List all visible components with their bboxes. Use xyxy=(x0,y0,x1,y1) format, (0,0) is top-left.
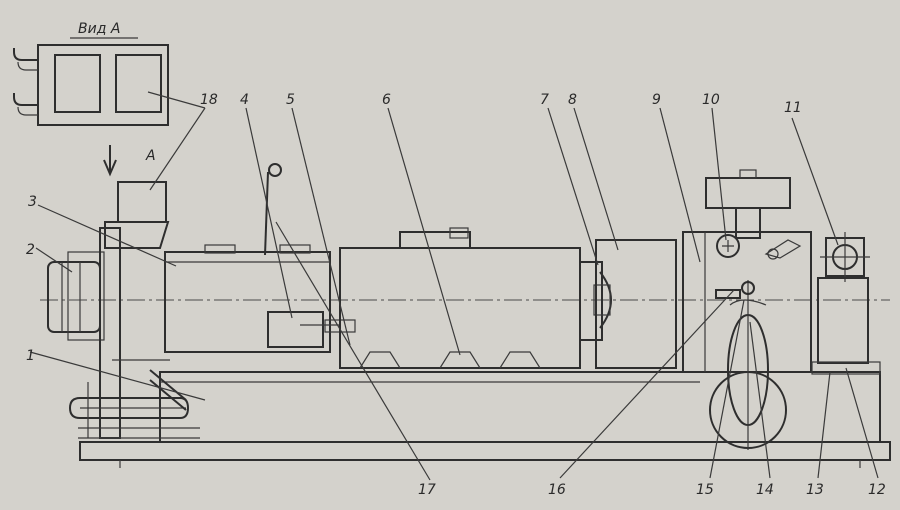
callout-5: 5 xyxy=(286,92,295,108)
lever xyxy=(264,163,282,256)
heater-coils xyxy=(68,369,200,439)
callout-16: 16 xyxy=(548,482,566,498)
arrow-a: А xyxy=(103,145,156,177)
gearbox xyxy=(339,227,581,369)
callout-2: 2 xyxy=(26,242,35,258)
calibrator-stand xyxy=(682,231,812,373)
callout-3: 3 xyxy=(28,194,37,210)
callout-11: 11 xyxy=(784,100,802,116)
pulley-drive xyxy=(709,280,787,450)
view-a-inset: Вид А xyxy=(13,21,169,126)
arrow-a-label: А xyxy=(145,148,156,164)
callout-17: 17 xyxy=(418,482,436,498)
die-head xyxy=(579,261,612,341)
callout-15: 15 xyxy=(696,482,714,498)
callout-8: 8 xyxy=(568,92,577,108)
callout-labels: 1 2 3 4 5 6 7 8 9 10 11 12 13 14 15 16 1… xyxy=(26,92,886,498)
shaft-coupling xyxy=(267,311,356,348)
take-up-unit xyxy=(811,232,881,375)
base-frame xyxy=(79,371,891,468)
callout-14: 14 xyxy=(756,482,774,498)
callout-13: 13 xyxy=(806,482,824,498)
callout-7: 7 xyxy=(540,92,549,108)
view-a-label: Вид А xyxy=(78,21,120,37)
callout-9: 9 xyxy=(652,92,661,108)
callout-1: 1 xyxy=(26,348,35,364)
callout-4: 4 xyxy=(240,92,249,108)
measure-head xyxy=(705,169,802,299)
motor xyxy=(47,251,105,341)
callout-18: 18 xyxy=(200,92,218,108)
callout-6: 6 xyxy=(382,92,391,108)
cooling-housing xyxy=(595,239,677,369)
leader-lines xyxy=(29,91,879,481)
callout-12: 12 xyxy=(868,482,886,498)
barrel-body xyxy=(164,244,331,353)
callout-10: 10 xyxy=(702,92,720,108)
